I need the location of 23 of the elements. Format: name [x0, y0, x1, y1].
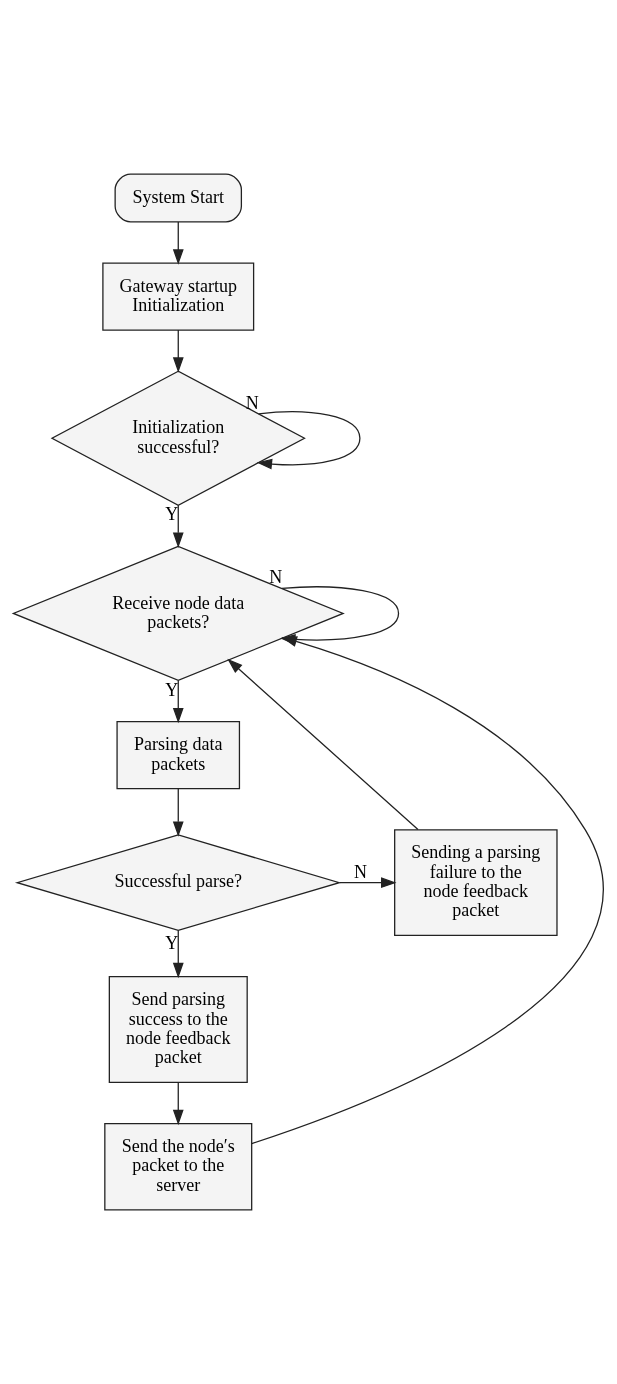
- arrow: [172, 504, 184, 548]
- arrow: [172, 679, 184, 724]
- arrow: [339, 877, 397, 889]
- node-diamond: Successful parse?: [14, 834, 342, 931]
- edge-label: N: [354, 861, 368, 882]
- node-box: Send parsing success to the node feedback packet: [108, 976, 248, 1083]
- arrow: [172, 221, 184, 265]
- arrow: [172, 329, 184, 373]
- edge-label: Y: [165, 679, 179, 700]
- node-box: System Start: [114, 173, 243, 223]
- arrow: [227, 658, 419, 831]
- node-box: Parsing data packets: [116, 721, 241, 790]
- node-box: Gateway startup Initialization: [102, 262, 255, 331]
- node-box: Send the node′s packet to the server: [104, 1122, 253, 1211]
- arrow: [172, 788, 184, 837]
- edge-label: Y: [165, 504, 179, 525]
- edge-label: N: [269, 567, 283, 588]
- node-box: Sending a parsing failure to the node feedback packet: [394, 829, 558, 937]
- arrow: [172, 929, 184, 979]
- edge-label: N: [245, 392, 259, 413]
- arrow: [172, 1081, 184, 1126]
- edge-label: Y: [165, 932, 179, 953]
- arrow: [256, 411, 361, 470]
